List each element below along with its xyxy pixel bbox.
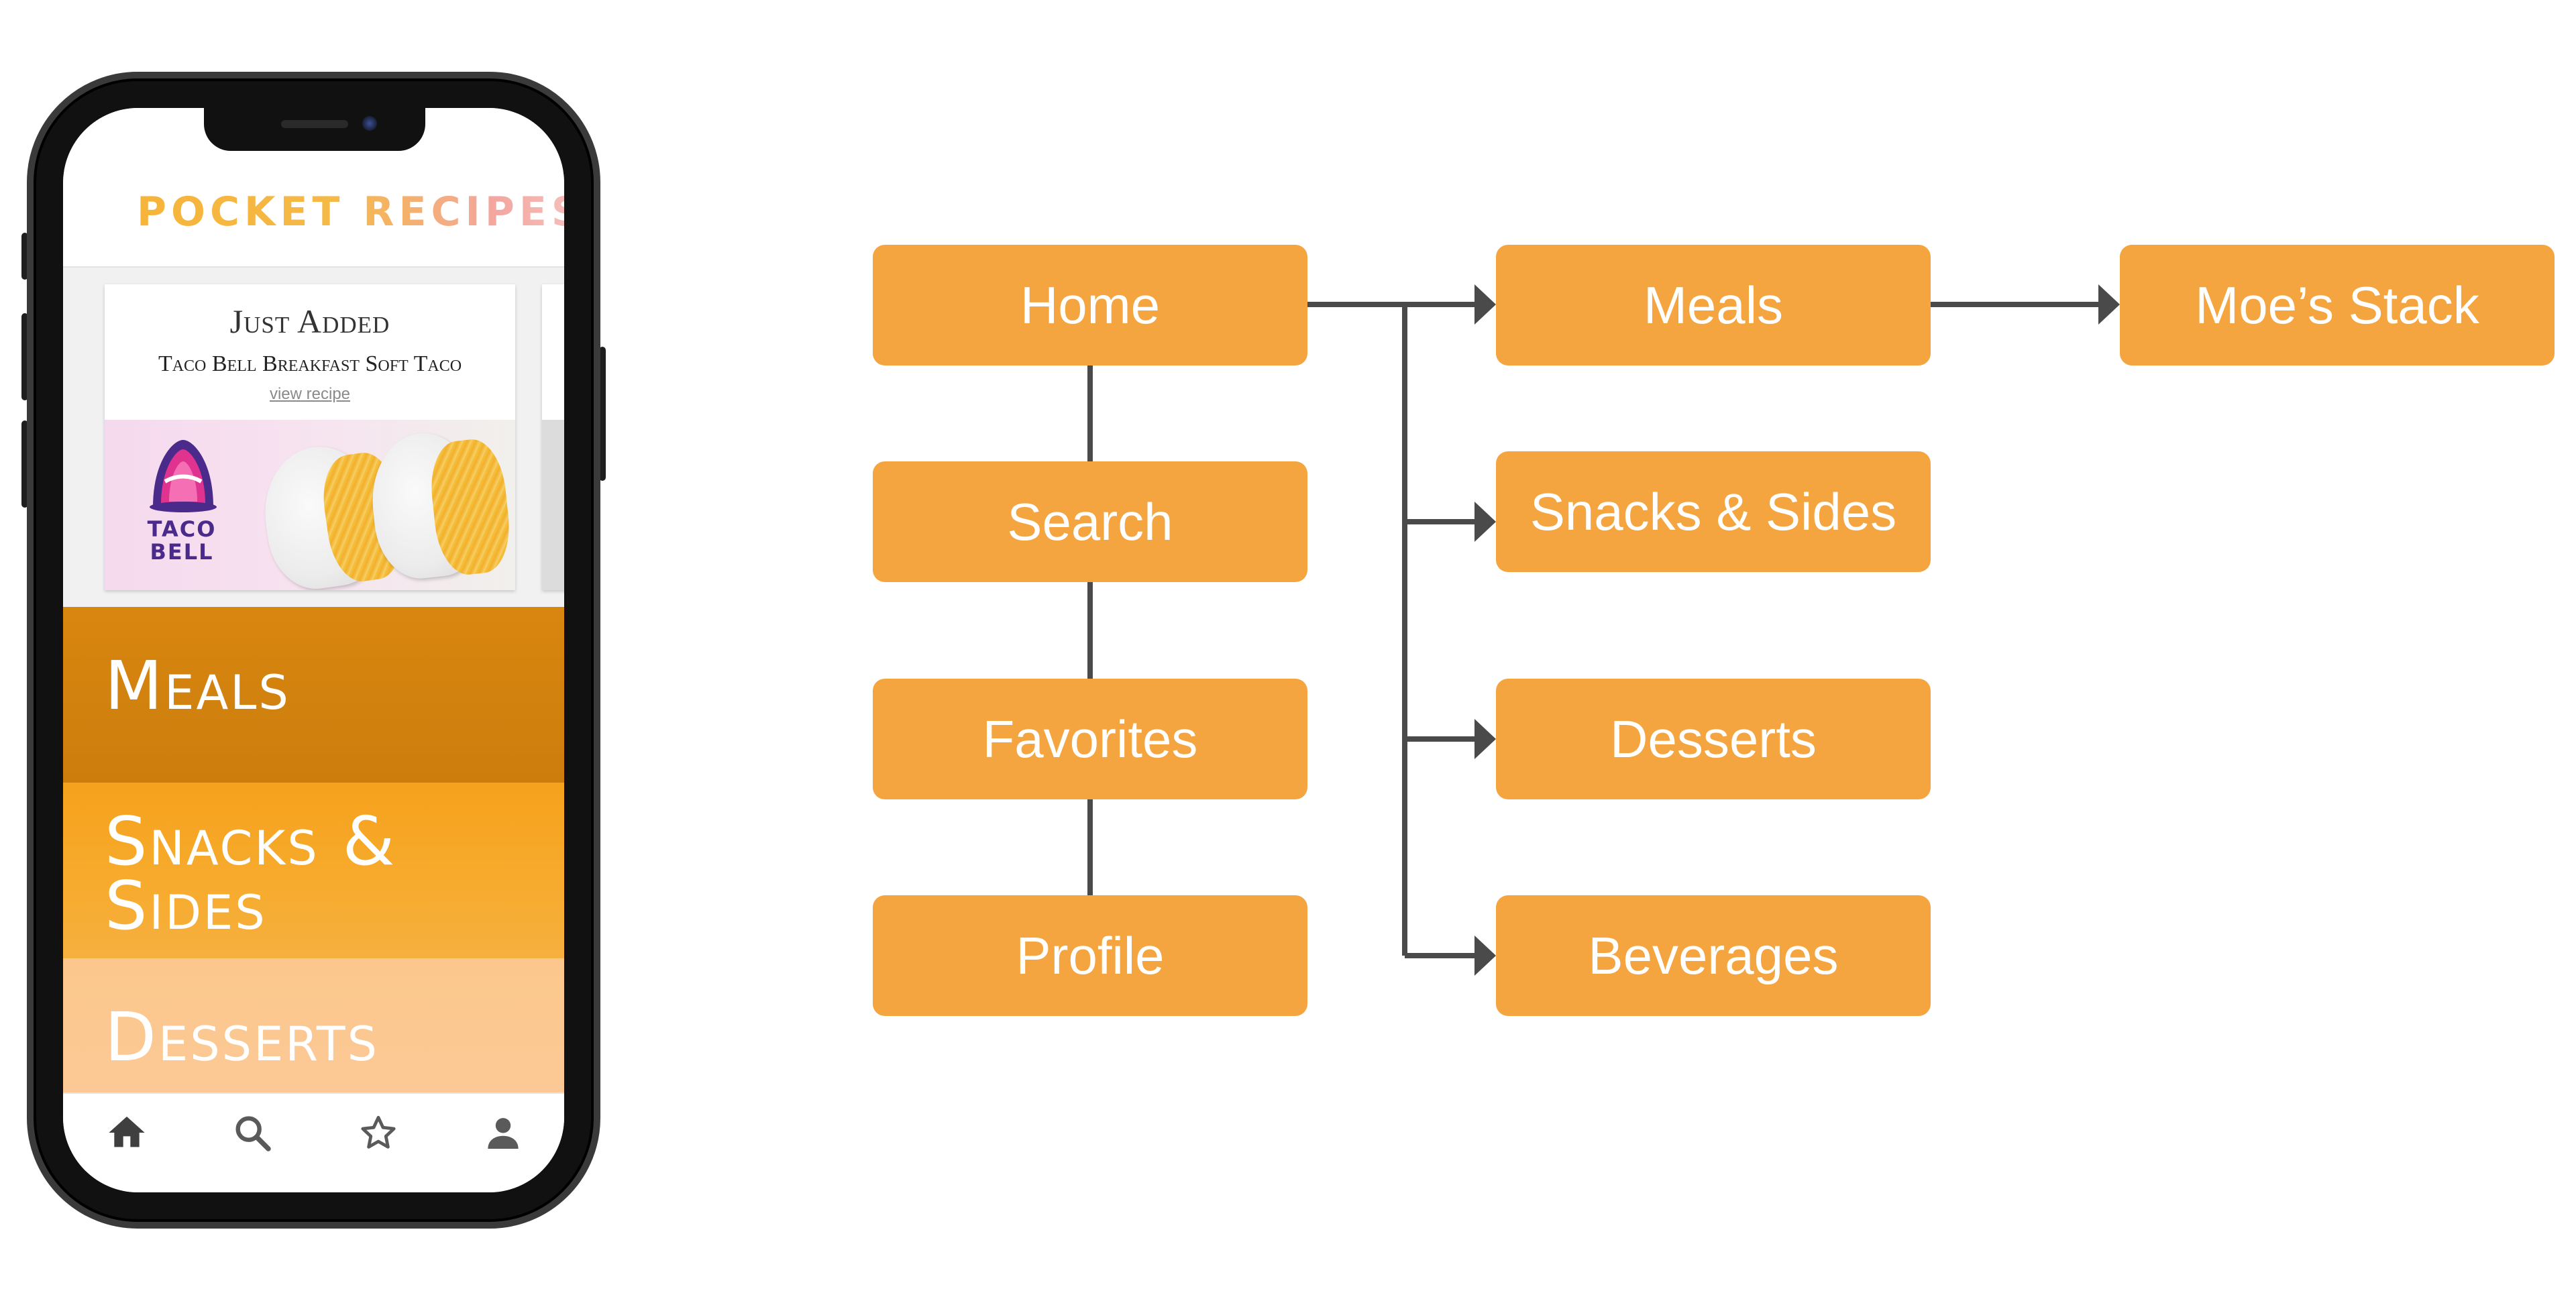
tab-favorites[interactable] (357, 1111, 400, 1154)
node-beverages[interactable]: Beverages (1496, 895, 1931, 1016)
bottom-tab-bar (63, 1092, 564, 1192)
next-recipe-image (542, 420, 564, 590)
profile-icon (488, 1118, 519, 1149)
phone-volume-up-button (21, 313, 28, 400)
arrowhead-desserts (1474, 719, 1496, 759)
earpiece-speaker (281, 120, 348, 128)
home-icon (109, 1117, 145, 1147)
node-desserts[interactable]: Desserts (1496, 679, 1931, 799)
category-desserts[interactable]: Desserts (63, 958, 564, 1092)
star-icon (361, 1115, 396, 1149)
category-label: Snacks & Sides (105, 802, 397, 945)
tab-search[interactable] (231, 1111, 274, 1154)
arrowhead-meals (1474, 284, 1496, 325)
node-favorites[interactable]: Favorites (873, 679, 1307, 799)
tab-profile[interactable] (482, 1111, 525, 1154)
phone-notch (204, 108, 425, 151)
taco-bell-logo-icon (150, 440, 217, 512)
view-recipe-link[interactable]: view recipe (269, 385, 351, 403)
featured-carousel[interactable]: Just Added Taco Bell Breakfast Soft Taco… (63, 268, 564, 607)
featured-recipe-name: Taco Bell Breakfast Soft Taco (158, 351, 462, 376)
featured-heading: Just Added (229, 302, 390, 340)
phone-power-button (599, 347, 606, 481)
node-profile[interactable]: Profile (873, 895, 1307, 1016)
category-snacks-sides[interactable]: Snacks & Sides (63, 783, 564, 958)
node-moes-stack[interactable]: Moe’s Stack (2120, 245, 2555, 365)
phone-screen: POCKET RECIPES Just Added Taco Bell Brea… (63, 108, 564, 1192)
app-title: POCKET RECIPES (137, 188, 564, 235)
featured-recipe-card[interactable]: Just Added Taco Bell Breakfast Soft Taco… (105, 284, 515, 590)
category-meals[interactable]: Meals (63, 607, 564, 783)
tab-home[interactable] (105, 1111, 148, 1154)
arrowhead-moes (2098, 284, 2120, 325)
phone-mockup: POCKET RECIPES Just Added Taco Bell Brea… (21, 72, 606, 1229)
search-icon (235, 1116, 271, 1151)
node-meals[interactable]: Meals (1496, 245, 1931, 365)
phone-mute-switch (21, 233, 28, 280)
arrowhead-snacks (1474, 502, 1496, 542)
front-camera (362, 116, 377, 131)
phone-volume-down-button (21, 420, 28, 508)
node-search[interactable]: Search (873, 461, 1307, 582)
node-snacks-sides[interactable]: Snacks & Sides (1496, 451, 1931, 572)
next-recipe-card-peek[interactable] (542, 284, 564, 590)
node-home[interactable]: Home (873, 245, 1307, 365)
category-label: Desserts (105, 998, 380, 1076)
arrowhead-beverages (1474, 936, 1496, 976)
category-label: Meals (105, 646, 290, 725)
